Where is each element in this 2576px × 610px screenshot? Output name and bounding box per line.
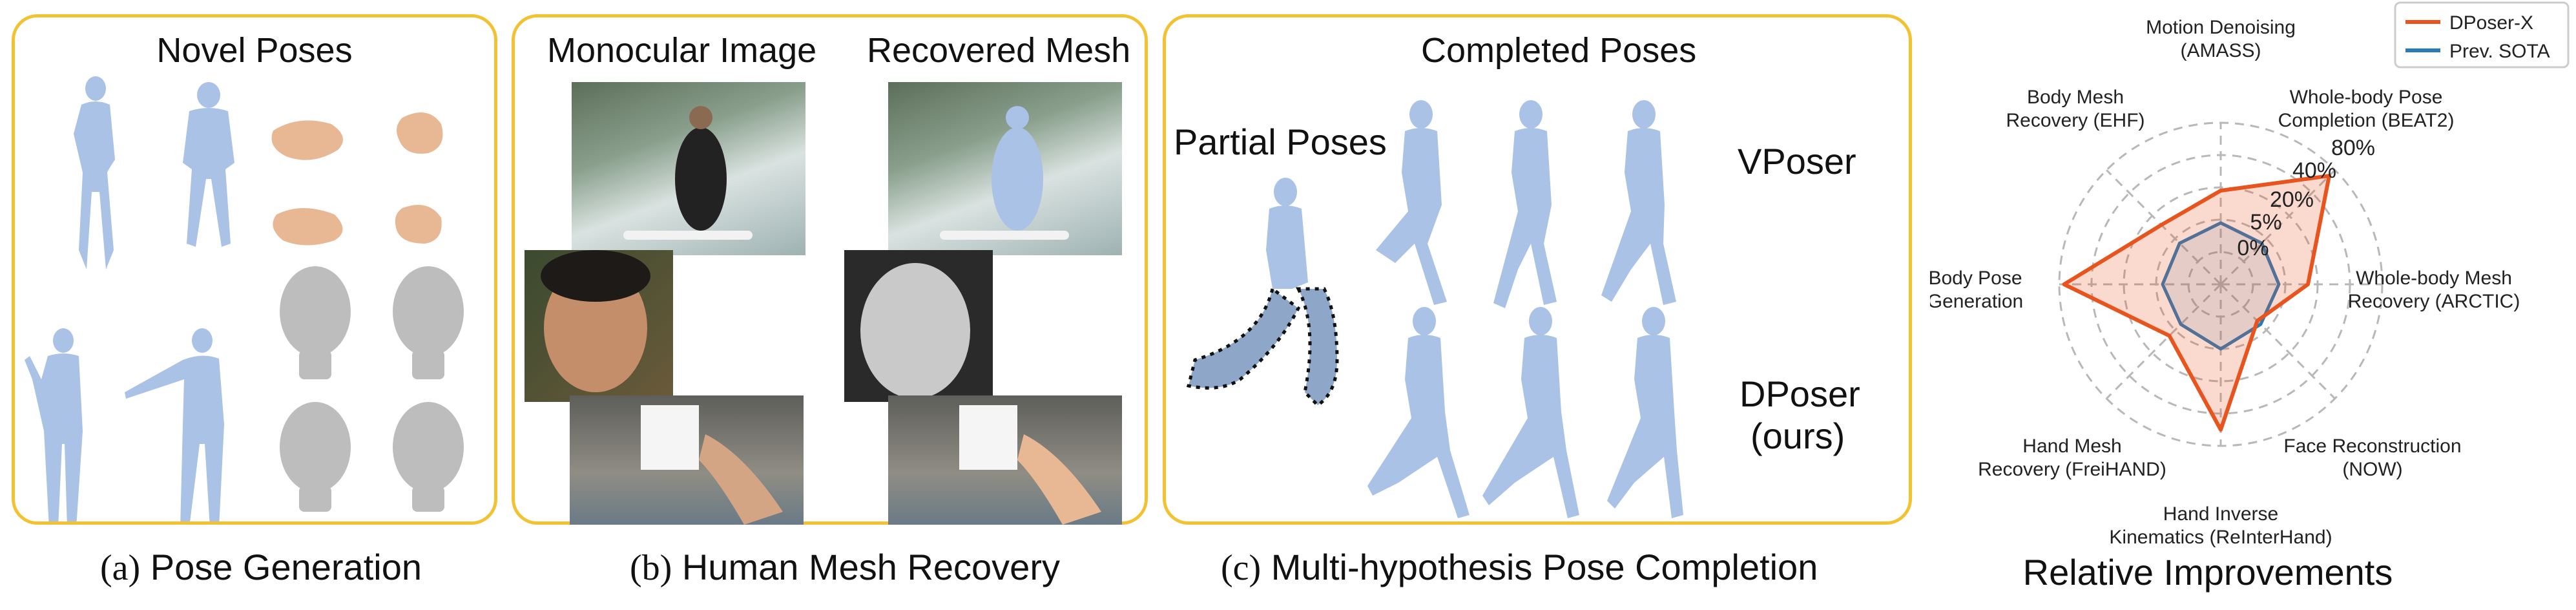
radar-axis-label: Hand Inverse xyxy=(2163,503,2278,525)
dposer-ours-label: (ours) xyxy=(1750,415,1845,456)
face-mesh xyxy=(280,266,351,357)
radar-ring-label: 40% xyxy=(2292,158,2336,183)
radar-axis-label: Motion Denoising xyxy=(2146,17,2296,38)
radar-spoke xyxy=(2106,169,2222,286)
body-figure xyxy=(74,76,115,269)
body-figure xyxy=(183,82,234,247)
hand-mesh-photo xyxy=(888,395,1122,525)
hand-mesh xyxy=(271,120,343,160)
radar-spoke xyxy=(2219,169,2336,286)
radar-ring-label: 0% xyxy=(2237,236,2269,260)
radar-axis-label: Generation xyxy=(1930,291,2023,312)
panel-title-monocular-image: Monocular Image xyxy=(547,31,817,70)
radar-ring-label: 80% xyxy=(2331,136,2375,160)
radar-axis-label: Face Reconstruction xyxy=(2283,436,2461,457)
radar-axis-label: Completion (BEAT2) xyxy=(2278,110,2455,131)
hand-object-photo xyxy=(570,395,804,525)
surfer-mesh-photo xyxy=(888,82,1122,255)
face-mesh xyxy=(393,266,464,357)
hand-mesh xyxy=(395,205,442,244)
novel-poses-illustration xyxy=(25,76,464,521)
completed-pose-figure xyxy=(1493,100,1557,308)
legend-label: Prev. SOTA xyxy=(2449,41,2550,62)
radar-axis-label: Body Pose xyxy=(1930,268,2022,289)
radar-axis-label: Whole-body Pose xyxy=(2290,87,2443,108)
radar-axis-label: Body Mesh xyxy=(2027,87,2124,108)
surfer-photo xyxy=(572,82,805,255)
partial-pose-figure xyxy=(1266,178,1308,289)
radar-axis-label: Recovery (EHF) xyxy=(2006,110,2145,131)
face-mesh xyxy=(280,402,351,492)
panel-human-mesh-recovery: Monocular Image Recovered Mesh xyxy=(512,14,1148,525)
radar-ring-label: 5% xyxy=(2250,210,2281,235)
completed-pose-figure xyxy=(1607,307,1683,518)
panel-pose-completion: Completed Poses Partial Poses VPoser DPo… xyxy=(1163,14,1912,525)
series-prev-sota xyxy=(2161,221,2281,351)
caption-c: (c) Multi-hypothesis Pose Completion xyxy=(1221,547,1818,588)
caption-a: (a) Pose Generation xyxy=(100,547,422,588)
missing-leg-outline xyxy=(1186,286,1301,390)
legend-label: DPoser-X xyxy=(2449,12,2533,34)
completed-pose-figure xyxy=(1482,307,1579,518)
completed-pose-figure xyxy=(1367,307,1470,518)
vposer-label: VPoser xyxy=(1738,141,1856,182)
face-mesh xyxy=(393,402,464,492)
radar-axis-label: Recovery (ARCTIC) xyxy=(2348,291,2520,312)
hand-mesh xyxy=(397,112,443,154)
missing-leg-outline xyxy=(1295,287,1339,408)
radar-axis-label: Recovery (FreiHAND) xyxy=(1978,459,2166,480)
face-mesh-photo xyxy=(844,250,993,402)
radar-spoke xyxy=(2219,283,2336,399)
dposer-label: DPoser xyxy=(1740,373,1860,414)
radar-ring-label: 20% xyxy=(2270,187,2314,212)
hand-mesh xyxy=(273,208,343,246)
radar-axis-label: (AMASS) xyxy=(2180,40,2261,61)
completed-pose-figure xyxy=(1601,100,1676,305)
panel-title-completed-poses: Completed Poses xyxy=(1421,31,1697,70)
body-figure xyxy=(125,328,224,521)
radar-axis-label: Hand Mesh xyxy=(2022,436,2121,457)
partial-poses-label: Partial Poses xyxy=(1174,121,1387,162)
radar-axis-label: Whole-body Mesh xyxy=(2356,268,2512,289)
caption-b: (b) Human Mesh Recovery xyxy=(630,547,1060,588)
series-dposer-x xyxy=(2062,174,2331,432)
radar-chart: 0%5%20% 40%80% Motion Denoising(AMASS) Whol… xyxy=(1930,1,2570,593)
face-photo xyxy=(525,250,673,402)
panel-title-novel-poses: Novel Poses xyxy=(156,31,353,70)
radar-axis-label: (NOW) xyxy=(2342,459,2402,480)
chart-title: Relative Improvements xyxy=(2023,552,2393,593)
pose-completion-illustration xyxy=(1186,100,1683,518)
completed-pose-figure xyxy=(1376,100,1447,305)
body-figure xyxy=(25,328,83,521)
radar-spoke xyxy=(2106,283,2222,399)
panel-pose-generation: Novel Poses xyxy=(12,14,497,525)
panel-title-recovered-mesh: Recovered Mesh xyxy=(867,31,1131,70)
radar-axis-label: Kinematics (ReInterHand) xyxy=(2109,527,2332,548)
